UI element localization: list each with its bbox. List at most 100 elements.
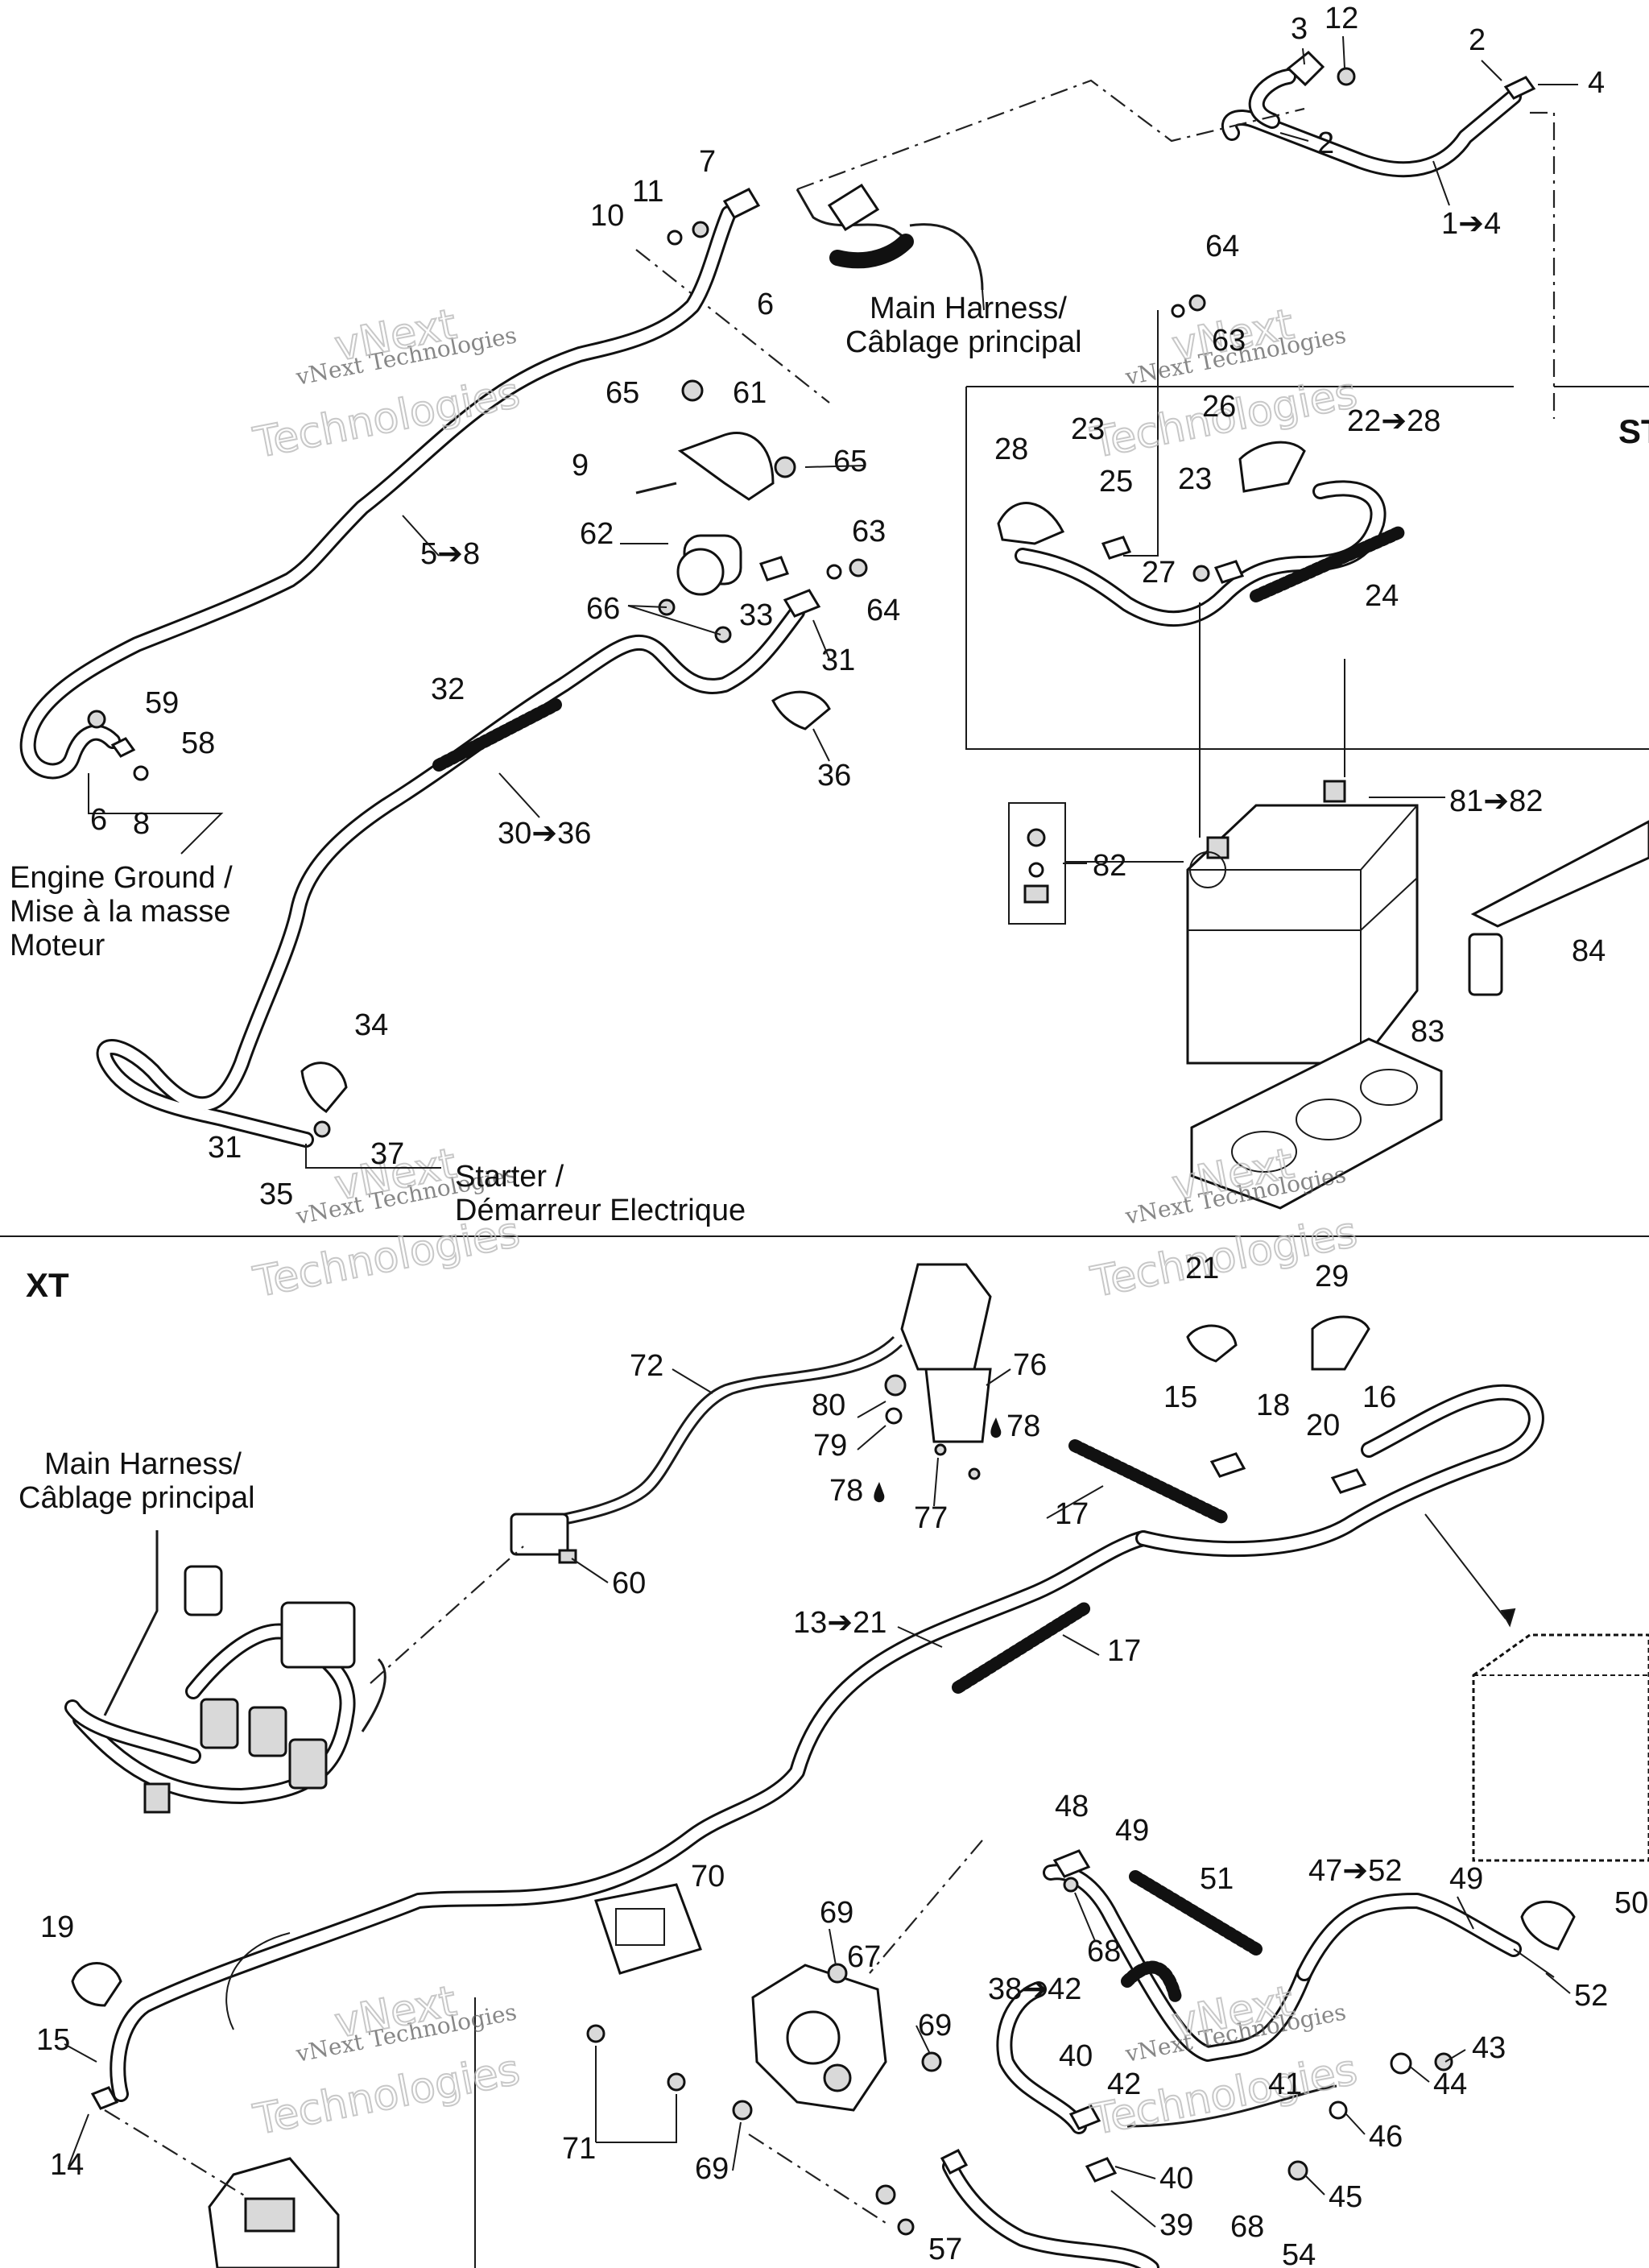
bolt-69a — [827, 1963, 848, 1984]
sleeve-41 — [1121, 1960, 1182, 2004]
cable-lug-7 — [722, 188, 761, 219]
main-harness-caption-left-fr: Câblage principal — [19, 1481, 255, 1515]
lug-15 — [1209, 1452, 1246, 1478]
callout-20: 20 — [1306, 1409, 1340, 1442]
callout-9: 9 — [572, 449, 589, 482]
callout-17: 17 — [1055, 1497, 1089, 1531]
callout-14: 14 — [50, 2148, 84, 2182]
bolt-69b — [921, 2051, 942, 2072]
xt-cable-13-21 — [71, 1315, 1544, 2110]
boot-29 — [1311, 1315, 1370, 1371]
callout-40: 40 — [1059, 2039, 1093, 2073]
callout-69: 69 — [820, 1896, 853, 1930]
ground-cable-5-8 — [19, 188, 761, 781]
callout-25: 25 — [1099, 465, 1133, 499]
callout-18: 18 — [1256, 1389, 1290, 1422]
bolt-69c — [732, 2100, 753, 2121]
callout-49: 49 — [1115, 1814, 1149, 1848]
nut-27 — [1192, 565, 1210, 582]
callout-78: 78 — [829, 1474, 863, 1508]
callout-41: 41 — [1268, 2067, 1302, 2101]
boot-19 — [71, 1962, 122, 2007]
nut-68a — [1063, 1877, 1079, 1893]
callout-2: 2 — [1469, 23, 1486, 57]
washer-63-st — [1171, 304, 1185, 318]
callout-30-36: 30➔36 — [498, 817, 591, 850]
callout-42: 42 — [1107, 2067, 1141, 2101]
callout-77: 77 — [914, 1501, 948, 1535]
lug-14 — [90, 2086, 119, 2110]
callout-19: 19 — [40, 1910, 74, 1944]
clip-60 — [558, 1549, 577, 1564]
callout-23: 23 — [1071, 412, 1105, 446]
boot-21 — [1186, 1324, 1238, 1363]
callout-51: 51 — [1200, 1862, 1234, 1896]
starter-caption: Starter / — [455, 1160, 564, 1194]
solenoid-xt — [586, 1840, 983, 2236]
callout-6: 6 — [757, 288, 774, 321]
bolt-59 — [87, 710, 106, 729]
callout-81-82: 81➔82 — [1449, 784, 1543, 818]
screw-71a — [586, 2024, 605, 2043]
callout-33: 33 — [739, 598, 773, 632]
bracket-76 — [924, 1368, 992, 1443]
main-harness-caption-top: Main Harness/ — [870, 292, 1067, 325]
callout-40: 40 — [1159, 2162, 1193, 2196]
starter-cable-30-36 — [96, 589, 831, 1148]
svg-text:Technologies: Technologies — [250, 369, 523, 468]
callout-11: 11 — [632, 175, 663, 209]
callout-66: 66 — [586, 592, 620, 626]
ground-cable-top-right — [1221, 50, 1536, 178]
lug-23b — [1213, 560, 1245, 584]
sleeve-51 — [1129, 1870, 1263, 1956]
boot-34 — [300, 1062, 348, 1113]
callout-10: 10 — [590, 199, 624, 233]
callout-13-21: 13➔21 — [793, 1606, 886, 1640]
callout-38-42: 38➔42 — [988, 1972, 1081, 2006]
cable-lug-3 — [1286, 50, 1325, 87]
callout-64: 64 — [1205, 230, 1239, 263]
callout-57: 57 — [928, 2233, 962, 2266]
washer-46 — [1329, 2100, 1348, 2120]
callout-50: 50 — [1614, 1886, 1648, 1920]
callout-67: 67 — [847, 1940, 881, 1974]
callout-16: 16 — [1362, 1380, 1396, 1414]
callout-82: 82 — [1093, 849, 1126, 883]
callout-68: 68 — [1087, 1935, 1121, 1968]
callout-70: 70 — [691, 1860, 725, 1893]
callout-7: 7 — [699, 145, 716, 179]
callout-36: 36 — [817, 759, 851, 793]
callout-4: 4 — [1588, 66, 1605, 100]
callout-49: 49 — [1449, 1862, 1483, 1896]
cable-lug-4 — [1503, 76, 1536, 100]
engine-ground-caption-3: Moteur — [10, 929, 105, 962]
nut-45 — [1287, 2160, 1308, 2181]
callout-79: 79 — [813, 1429, 847, 1463]
callout-12: 12 — [1325, 2, 1358, 35]
nut-11 — [692, 221, 709, 238]
nut-65b — [774, 456, 796, 478]
callout-62: 62 — [580, 517, 614, 551]
engine-ground-caption-fr: Mise à la masse — [10, 895, 231, 929]
nut-37 — [313, 1120, 331, 1138]
callout-23: 23 — [1178, 462, 1212, 496]
boot-50 — [1520, 1900, 1576, 1951]
callout-54: 54 — [1282, 2238, 1316, 2268]
captions: Main Harness/ Câblage principal Main Har… — [10, 292, 1082, 1515]
nut-12 — [1337, 67, 1356, 86]
callout-21: 21 — [1185, 1252, 1219, 1285]
lug-6-lower — [110, 737, 136, 758]
section-label-st: ST — [1618, 412, 1649, 450]
nut-64 — [849, 558, 868, 577]
callout-59: 59 — [145, 686, 179, 720]
plate-70 — [594, 1883, 702, 1975]
callout-37: 37 — [370, 1137, 404, 1171]
battery-81 — [1186, 602, 1419, 1065]
callout-29: 29 — [1315, 1260, 1349, 1293]
callout-44: 44 — [1433, 2067, 1467, 2101]
callout-80: 80 — [812, 1389, 845, 1422]
starter-caption-fr: Démarreur Electrique — [455, 1194, 746, 1227]
callout-31: 31 — [821, 644, 855, 677]
callout-78: 78 — [1006, 1409, 1040, 1443]
